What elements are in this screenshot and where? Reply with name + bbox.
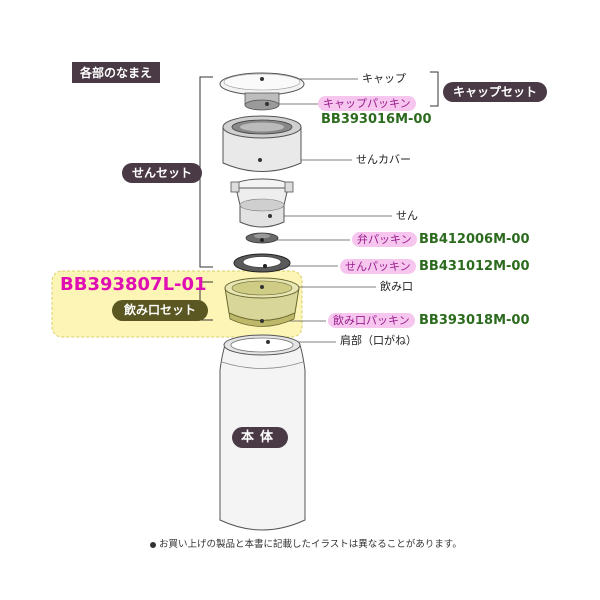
sen-packing-illustration: [233, 253, 291, 273]
mouth-set-code: BB393807L-01: [60, 274, 207, 295]
footer-note-text: お買い上げの製品と本書に記載したイラストは異なることがあります。: [159, 539, 462, 550]
cap-packing-label: キャップパッキン: [318, 96, 416, 111]
valve-packing-illustration: [245, 232, 279, 244]
shoulder-label: 肩部（口がね）: [340, 334, 417, 347]
cap-set-tag: キャップセット: [443, 82, 548, 102]
sen-illustration: [230, 178, 294, 228]
sen-packing-code: BB431012M-00: [419, 259, 530, 274]
valve-packing-label: 弁パッキン: [352, 232, 417, 247]
sen-packing-label: せんパッキン: [340, 259, 416, 274]
body-tag: 本体: [232, 427, 288, 448]
mouth-set-tag: 飲み口セット: [112, 300, 209, 321]
nomikuchi-packing-code: BB393018M-00: [419, 313, 530, 328]
bullet-icon: [150, 541, 156, 548]
valve-packing-code: BB412006M-00: [419, 232, 530, 247]
footer-note: お買い上げの製品と本書に記載したイラストは異なることがあります。: [150, 536, 462, 550]
sen-cover-label: せんカバー: [356, 153, 411, 166]
nomikuchi-label: 飲み口: [380, 280, 413, 293]
page-title: 各部のなまえ: [72, 62, 161, 83]
cap-packing-code: BB393016M-00: [321, 112, 432, 127]
cap-illustration: [219, 72, 305, 111]
sen-set-tag: せんセット: [122, 163, 203, 183]
nomikuchi-packing-label: 飲み口パッキン: [328, 313, 415, 328]
cap-label: キャップ: [362, 72, 406, 85]
sen-cover-illustration: [222, 115, 302, 172]
sen-label: せん: [396, 209, 418, 222]
nomikuchi-illustration: [224, 277, 300, 327]
